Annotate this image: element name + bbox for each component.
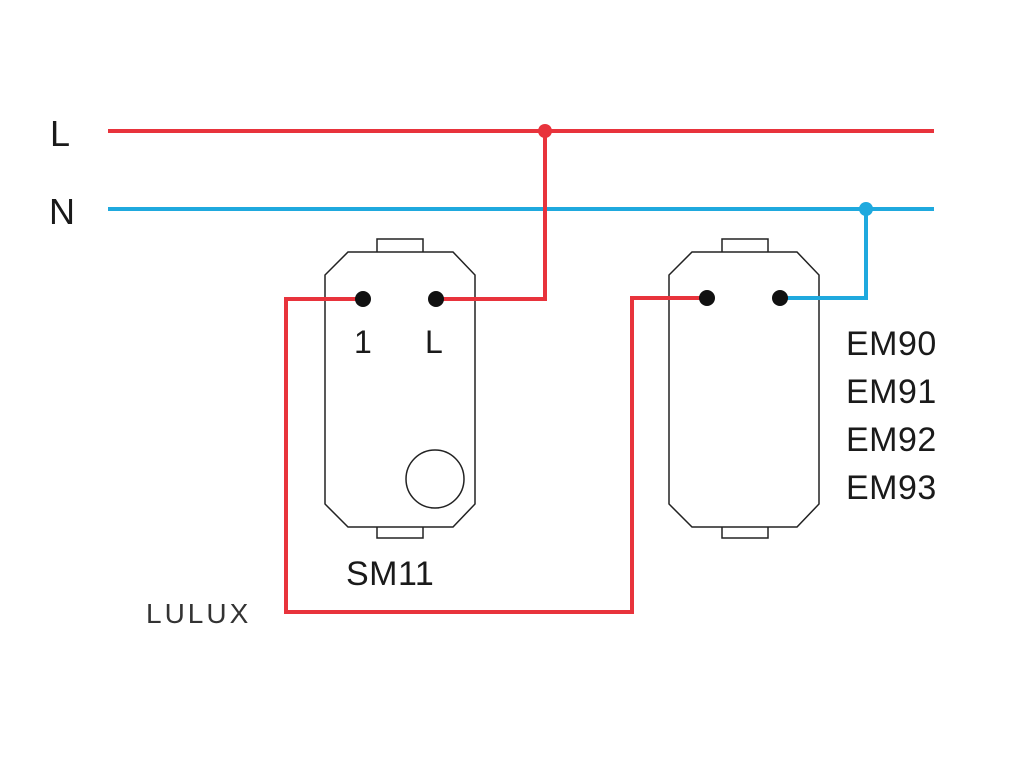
load-terminal-right — [772, 290, 788, 306]
live-line-label: L — [50, 113, 71, 154]
load-top-clip — [721, 238, 769, 254]
load-terminal-left — [699, 290, 715, 306]
terminal-l-label: L — [425, 324, 443, 360]
switch-module-name: SM11 — [346, 555, 435, 593]
model-label: EM92 — [846, 421, 937, 459]
switch-terminal-l — [428, 291, 444, 307]
live-feed-wire — [436, 131, 547, 301]
terminal-1-label: 1 — [354, 324, 372, 360]
switch-terminal-1 — [355, 291, 371, 307]
model-label: EM90 — [846, 325, 937, 363]
load-module-models: EM90 EM91 EM92 EM93 — [846, 320, 937, 512]
neutral-line-label: N — [49, 191, 75, 232]
brand-logo: LULUX — [146, 598, 252, 629]
model-label: EM91 — [846, 373, 937, 411]
load-housing — [668, 251, 820, 528]
neutral-junction-dot — [859, 202, 873, 216]
switch-module-body — [324, 238, 476, 539]
switched-live-wire — [284, 296, 707, 614]
load-module-body — [668, 238, 820, 539]
switch-indicator-circle — [405, 449, 465, 509]
neutral-feed-wire — [780, 209, 868, 300]
switch-top-clip — [376, 238, 424, 254]
model-label: EM93 — [846, 469, 937, 507]
live-junction-dot — [538, 124, 552, 138]
